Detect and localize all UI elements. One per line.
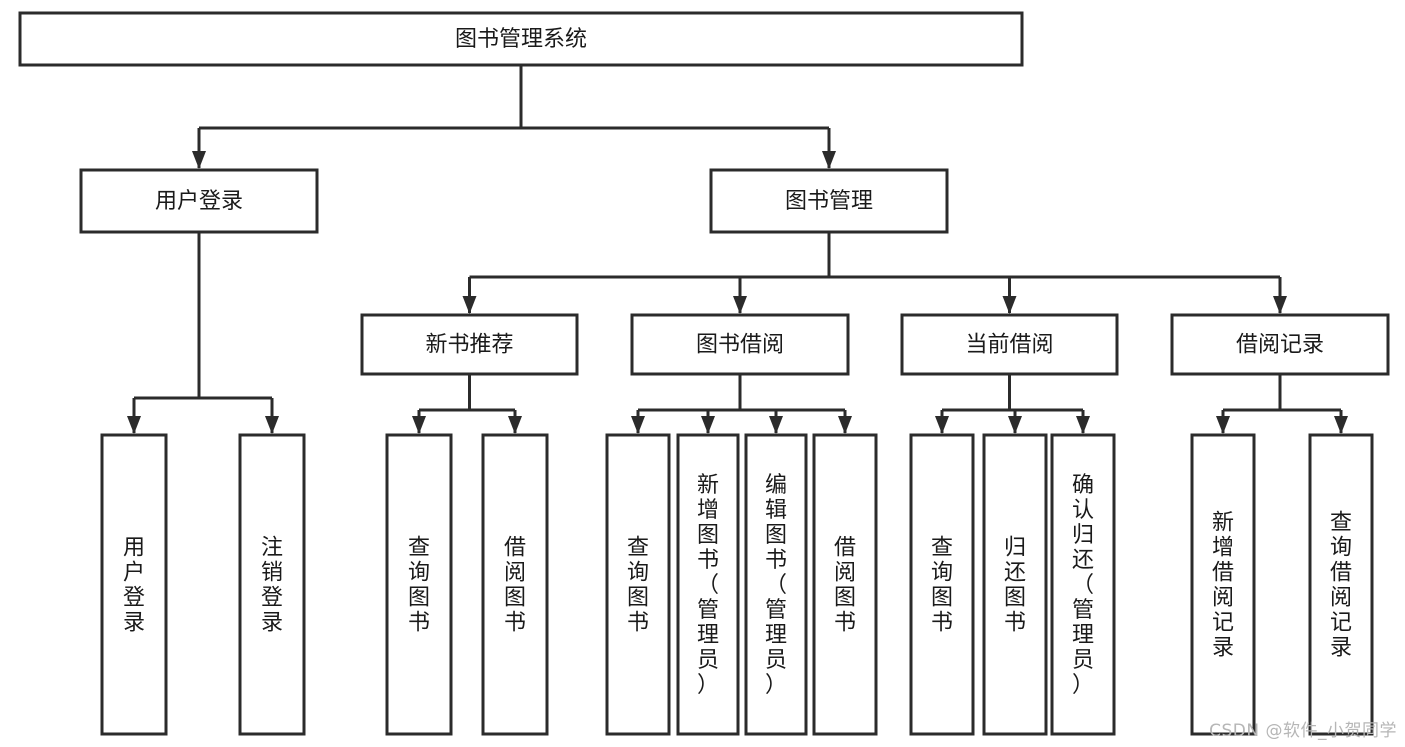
node-leaf-logout-login[interactable]: 注销登录 [238,433,306,736]
arrow-head-leaf-borrow-books-borrow [838,416,852,434]
node-box-new-book-recommend [360,313,579,376]
node-label-leaf-borrow-books-borrow: 借阅图书 [834,536,856,636]
node-label-borrow-record: 借阅记录 [1236,333,1324,358]
node-box-leaf-confirm-return-admin [1050,433,1116,736]
arrow-head-leaf-add-book-admin [701,416,715,434]
node-box-leaf-edit-book-admin [744,433,808,736]
node-label-book-borrow: 图书借阅 [696,333,784,358]
arrow-head-leaf-return-books [1008,416,1022,434]
watermark-text: CSDN @软件_小贺同学 [1209,721,1397,741]
node-label-leaf-add-book-admin: 新增图书（管理员） [697,473,719,698]
node-label-leaf-query-books-current: 查询图书 [931,536,953,636]
node-leaf-return-books[interactable]: 归还图书 [982,433,1048,736]
node-box-leaf-borrow-books-borrow [812,433,878,736]
arrow-head-new-book-recommend [462,296,477,314]
node-box-root [18,11,1024,67]
arrow-head-leaf-add-borrow-record [1216,416,1230,434]
arrow-head-user-login [192,151,206,169]
node-box-user-login [79,168,319,234]
node-box-leaf-add-book-admin [676,433,740,736]
node-leaf-query-books-recommend[interactable]: 查询图书 [385,433,453,736]
arrow-head-book-borrow [733,296,747,314]
node-label-current-borrow: 当前借阅 [965,333,1053,358]
node-leaf-add-book-admin[interactable]: 新增图书（管理员） [676,433,740,736]
node-box-book-borrow [630,313,850,376]
arrow-head-leaf-logout-login [265,416,279,434]
node-root[interactable]: 图书管理系统 [18,11,1024,67]
node-leaf-borrow-books-recommend[interactable]: 借阅图书 [481,433,549,736]
arrow-head-leaf-query-books-current [935,416,949,434]
node-current-borrow[interactable]: 当前借阅 [900,313,1119,376]
arrow-head-leaf-query-borrow-record [1334,416,1348,434]
node-label-root: 图书管理系统 [455,27,587,52]
node-label-leaf-user-login: 用户登录 [123,536,145,636]
node-book-borrow[interactable]: 图书借阅 [630,313,850,376]
arrow-head-leaf-query-books-recommend [412,416,426,434]
node-leaf-query-borrow-record[interactable]: 查询借阅记录 [1308,433,1374,736]
arrow-head-leaf-borrow-books-recommend [508,416,522,434]
arrow-head-leaf-confirm-return-admin [1076,416,1090,434]
node-label-leaf-confirm-return-admin: 确认归还（管理员） [1072,473,1094,698]
node-box-leaf-add-borrow-record [1190,433,1256,736]
node-leaf-edit-book-admin[interactable]: 编辑图书（管理员） [744,433,808,736]
node-leaf-query-books-borrow[interactable]: 查询图书 [605,433,671,736]
arrow-head-leaf-query-books-borrow [631,416,645,434]
node-box-leaf-query-borrow-record [1308,433,1374,736]
node-label-leaf-query-books-borrow: 查询图书 [627,536,649,636]
node-label-leaf-return-books: 归还图书 [1004,536,1026,636]
node-box-book-management [709,168,949,234]
node-box-leaf-query-books-current [909,433,975,736]
node-borrow-record[interactable]: 借阅记录 [1170,313,1390,376]
arrow-head-leaf-user-login [127,416,141,434]
node-box-leaf-logout-login [238,433,306,736]
arrow-head-borrow-record [1273,296,1287,314]
node-label-new-book-recommend: 新书推荐 [425,333,513,358]
node-box-leaf-borrow-books-recommend [481,433,549,736]
arrow-head-leaf-edit-book-admin [769,416,783,434]
node-box-leaf-query-books-borrow [605,433,671,736]
arrow-head-current-borrow [1002,296,1017,314]
node-label-leaf-query-borrow-record: 查询借阅记录 [1330,511,1352,661]
node-leaf-borrow-books-borrow[interactable]: 借阅图书 [812,433,878,736]
node-box-leaf-return-books [982,433,1048,736]
node-label-leaf-logout-login: 注销登录 [261,536,283,636]
arrow-head-book-management [822,151,836,169]
node-new-book-recommend[interactable]: 新书推荐 [360,313,579,376]
node-box-borrow-record [1170,313,1390,376]
node-user-login[interactable]: 用户登录 [79,168,319,234]
node-label-leaf-borrow-books-recommend: 借阅图书 [504,536,526,636]
node-leaf-add-borrow-record[interactable]: 新增借阅记录 [1190,433,1256,736]
node-label-book-management: 图书管理 [785,189,873,214]
connector-layer [127,65,1348,434]
node-box-leaf-user-login [100,433,168,736]
node-label-leaf-query-books-recommend: 查询图书 [408,536,430,636]
node-leaf-query-books-current[interactable]: 查询图书 [909,433,975,736]
node-label-leaf-add-borrow-record: 新增借阅记录 [1212,511,1234,661]
node-book-management[interactable]: 图书管理 [709,168,949,234]
node-box-current-borrow [900,313,1119,376]
node-box-leaf-query-books-recommend [385,433,453,736]
node-label-leaf-edit-book-admin: 编辑图书（管理员） [765,473,787,698]
node-layer: 图书管理系统用户登录图书管理新书推荐图书借阅当前借阅借阅记录用户登录注销登录查询… [18,11,1390,736]
node-leaf-confirm-return-admin[interactable]: 确认归还（管理员） [1050,433,1116,736]
node-label-user-login: 用户登录 [155,189,243,214]
node-leaf-user-login[interactable]: 用户登录 [100,433,168,736]
